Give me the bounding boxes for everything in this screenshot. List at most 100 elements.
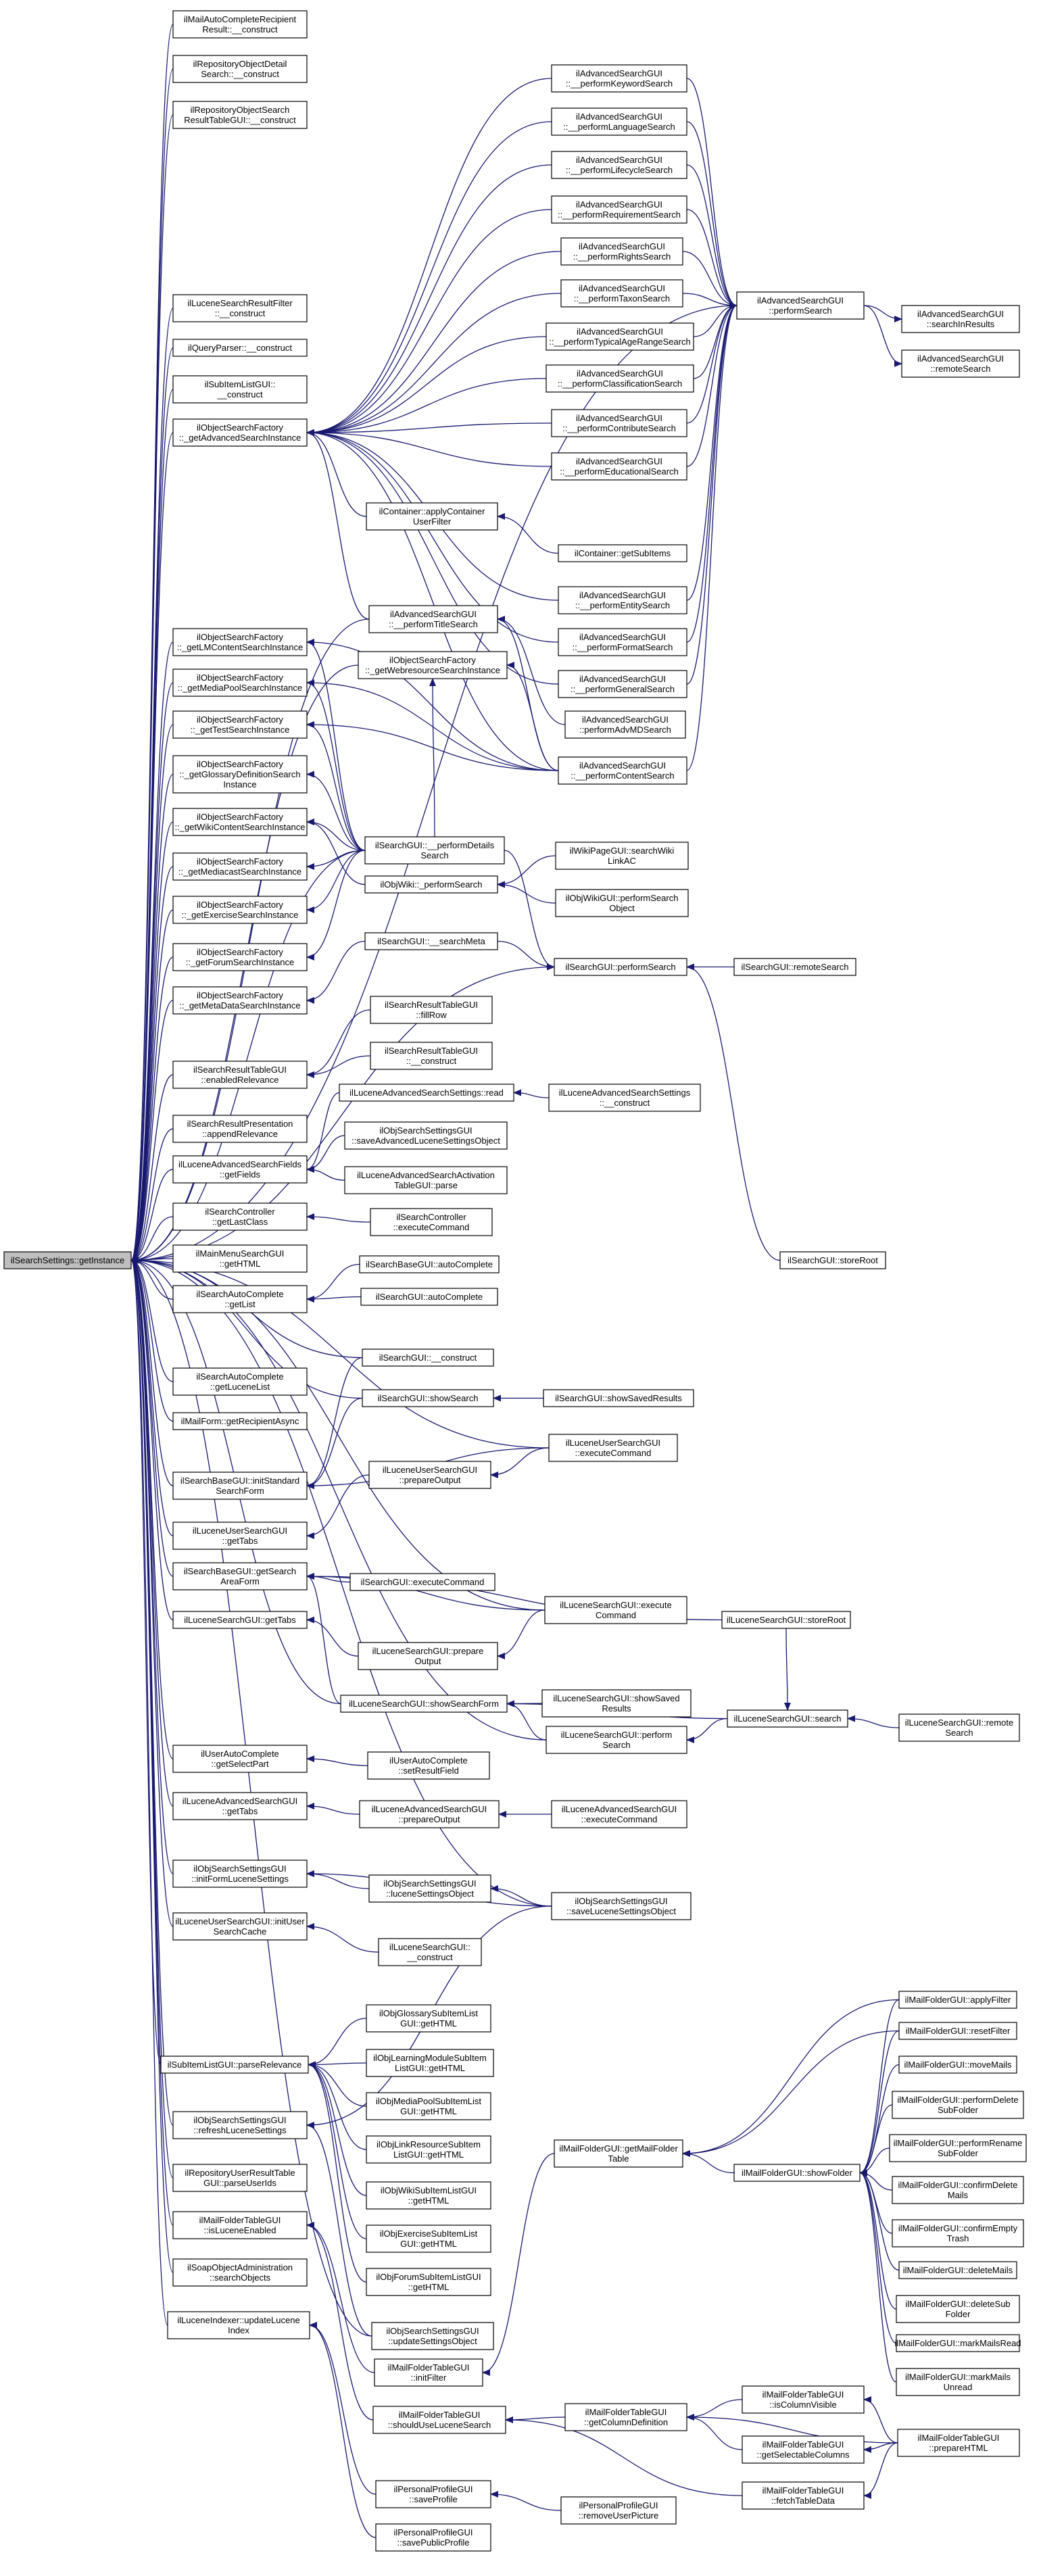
graph-node[interactable]: ilAdvancedSearchGUI::remoteSearch: [901, 349, 1020, 378]
graph-node[interactable]: ilLuceneSearchGUI::__construct: [378, 1938, 482, 1966]
graph-node[interactable]: ilLuceneSearchGUI::showSavedResults: [541, 1689, 692, 1718]
graph-node[interactable]: ilSearchGUI::autoComplete: [360, 1288, 498, 1306]
graph-node[interactable]: ilSearchResultTableGUI::enabledRelevance: [172, 1061, 308, 1089]
graph-node[interactable]: ilAdvancedSearchGUI::__performLifecycleS…: [551, 151, 687, 179]
graph-node[interactable]: ilMailFolderTableGUI::fetchTableData: [742, 2481, 865, 2510]
graph-node[interactable]: ilLuceneAdvancedSearchGUI::executeComman…: [551, 1800, 687, 1828]
graph-node[interactable]: ilAdvancedSearchGUI::__performRequiremen…: [551, 195, 687, 224]
graph-node[interactable]: ilObjectSearchFactory::_getLMContentSear…: [172, 628, 308, 656]
graph-node[interactable]: ilMailFolderGUI::moveMails: [898, 2056, 1017, 2074]
root-node[interactable]: ilSearchSettings::getInstance: [3, 1251, 132, 1269]
graph-node[interactable]: ilLuceneAdvancedSearchFields::getFields: [172, 1155, 308, 1184]
graph-node[interactable]: ilLuceneSearchGUI::getTabs: [172, 1611, 308, 1629]
graph-node[interactable]: ilAdvancedSearchGUI::__performTypicalAge…: [546, 322, 694, 351]
graph-node[interactable]: ilAdvancedSearchGUI::__performContribute…: [551, 409, 687, 437]
graph-node[interactable]: ilContainer::getSubItems: [558, 544, 687, 562]
graph-node[interactable]: ilSearchResultTableGUI::fillRow: [370, 996, 493, 1024]
graph-node[interactable]: ilMailFolderGUI::resetFilter: [898, 2022, 1017, 2040]
graph-node[interactable]: ilLuceneUserSearchGUI::prepareOutput: [368, 1461, 491, 1489]
graph-node[interactable]: ilSearchResultPresentation::appendReleva…: [172, 1115, 308, 1143]
graph-node[interactable]: ilObjSearchSettingsGUI::saveLuceneSettin…: [551, 1892, 692, 1920]
graph-node[interactable]: ilObjSearchSettingsGUI::luceneSettingsOb…: [368, 1874, 491, 1903]
graph-node[interactable]: ilAdvancedSearchGUI::__performEducationa…: [551, 452, 687, 481]
graph-node[interactable]: ilSearchController::executeCommand: [370, 1208, 493, 1236]
graph-node[interactable]: ilAdvancedSearchGUI::performAdvMDSearch: [564, 710, 686, 739]
graph-node[interactable]: ilObjectSearchFactory::_getMediaPoolSear…: [172, 669, 308, 697]
graph-node[interactable]: ilSearchGUI::remoteSearch: [733, 958, 856, 976]
graph-node[interactable]: ilLuceneSearchGUI::storeRoot: [721, 1611, 851, 1629]
graph-node[interactable]: ilLuceneAdvancedSearchGUI::prepareOutput: [359, 1800, 500, 1828]
graph-node[interactable]: ilLuceneAdvancedSearchGUI::getTabs: [172, 1792, 308, 1820]
graph-node[interactable]: ilAdvancedSearchGUI::__performFormatSear…: [558, 628, 687, 656]
graph-node[interactable]: ilObjWiki::_performSearch: [364, 875, 498, 894]
graph-node[interactable]: ilMailFolderTableGUI::initFilter: [374, 2358, 483, 2387]
graph-node[interactable]: ilMailFolderTableGUI::getSelectableColum…: [742, 2435, 865, 2464]
graph-node[interactable]: ilSearchGUI::__construct: [362, 1348, 494, 1367]
graph-node[interactable]: ilObjSearchSettingsGUI::refreshLuceneSet…: [172, 2111, 308, 2139]
graph-node[interactable]: ilSearchAutoComplete::getLuceneList: [172, 1367, 308, 1396]
graph-node[interactable]: ilLuceneAdvancedSearchSettings::__constr…: [548, 1084, 701, 1112]
graph-node[interactable]: ilAdvancedSearchGUI::__performClassifica…: [546, 364, 694, 393]
graph-node[interactable]: ilSearchGUI::storeRoot: [779, 1251, 886, 1269]
graph-node[interactable]: ilObjectSearchFactory::_getForumSearchIn…: [172, 943, 308, 971]
graph-node[interactable]: ilLuceneSearchGUI::showSearchForm: [340, 1695, 508, 1713]
graph-node[interactable]: ilMailForm::getRecipientAsync: [172, 1412, 308, 1430]
graph-node[interactable]: ilObjectSearchFactory::_getTestSearchIns…: [172, 710, 308, 739]
graph-node[interactable]: ilAdvancedSearchGUI::__performTaxonSearc…: [560, 279, 683, 308]
graph-node[interactable]: ilMailFolderGUI::deleteMails: [898, 2261, 1017, 2279]
graph-node[interactable]: ilLuceneSearchGUI::search: [727, 1709, 848, 1728]
graph-node[interactable]: ilSearchController::getLastClass: [172, 1202, 308, 1231]
graph-node[interactable]: ilAdvancedSearchGUI::__performRightsSear…: [560, 237, 683, 266]
graph-node[interactable]: ilPersonalProfileGUI::removeUserPicture: [560, 2496, 677, 2525]
graph-node[interactable]: ilObjSearchSettingsGUI::updateSettingsOb…: [371, 2322, 494, 2350]
graph-node[interactable]: ilAdvancedSearchGUI::__performLanguageSe…: [551, 107, 687, 136]
graph-node[interactable]: ilPersonalProfileGUI::savePublicProfile: [375, 2523, 491, 2552]
graph-node[interactable]: ilRepositoryObjectSearchResultTableGUI::…: [172, 101, 308, 129]
graph-node[interactable]: ilAdvancedSearchGUI::performSearch: [736, 291, 865, 320]
graph-node[interactable]: ilSearchBaseGUI::autoComplete: [359, 1255, 500, 1273]
graph-node[interactable]: ilLuceneSearchGUI::remoteSearch: [898, 1714, 1020, 1742]
graph-node[interactable]: ilObjectSearchFactory::_getMediacastSear…: [172, 852, 308, 881]
graph-node[interactable]: ilSearchGUI::__searchMeta: [364, 932, 498, 950]
graph-node[interactable]: ilRepositoryObjectDetailSearch::__constr…: [172, 55, 308, 83]
graph-node[interactable]: ilMailFolderGUI::showFolder: [733, 2164, 861, 2182]
graph-node[interactable]: ilMailAutoCompleteRecipientResult::__con…: [172, 10, 308, 39]
graph-node[interactable]: ilMainMenuSearchGUI::getHTML: [172, 1244, 308, 1273]
graph-node[interactable]: ilLuceneUserSearchGUI::executeCommand: [548, 1434, 678, 1462]
graph-node[interactable]: ilUserAutoComplete::setResultField: [367, 1751, 490, 1780]
graph-node[interactable]: ilObjectSearchFactory::_getWikiContentSe…: [172, 808, 308, 836]
graph-node[interactable]: ilMailFolderTableGUI::isColumnVisible: [742, 2385, 865, 2414]
graph-node[interactable]: ilSearchGUI::performSearch: [554, 958, 687, 976]
graph-node[interactable]: ilQueryParser::__construct: [172, 339, 308, 357]
graph-node[interactable]: ilPersonalProfileGUI::saveProfile: [375, 2480, 491, 2508]
graph-node[interactable]: ilSearchGUI::showSavedResults: [543, 1389, 694, 1407]
graph-node[interactable]: ilRepositoryUserResultTableGUI::parseUse…: [172, 2164, 308, 2192]
graph-node[interactable]: ilAdvancedSearchGUI::__performKeywordSea…: [551, 64, 687, 93]
graph-node[interactable]: ilAdvancedSearchGUI::searchInResults: [901, 305, 1020, 333]
graph-node[interactable]: ilMailFolderTableGUI::getColumnDefinitio…: [564, 2403, 687, 2431]
graph-node[interactable]: ilSearchAutoComplete::getList: [172, 1285, 308, 1313]
graph-node[interactable]: ilObjectSearchFactory::_getExerciseSearc…: [172, 896, 308, 924]
graph-node[interactable]: ilLuceneAdvancedSearchActivationTableGUI…: [344, 1166, 508, 1194]
graph-node[interactable]: ilObjectSearchFactory::_getMetaDataSearc…: [172, 986, 308, 1015]
graph-node[interactable]: ilSearchResultTableGUI::__construct: [370, 1042, 493, 1070]
graph-node[interactable]: ilAdvancedSearchGUI::__performTitleSearc…: [368, 605, 498, 633]
graph-node[interactable]: ilLuceneSearchResultFilter::__construct: [172, 294, 308, 322]
graph-node[interactable]: ilSubItemListGUI::parseRelevance: [160, 2056, 309, 2074]
